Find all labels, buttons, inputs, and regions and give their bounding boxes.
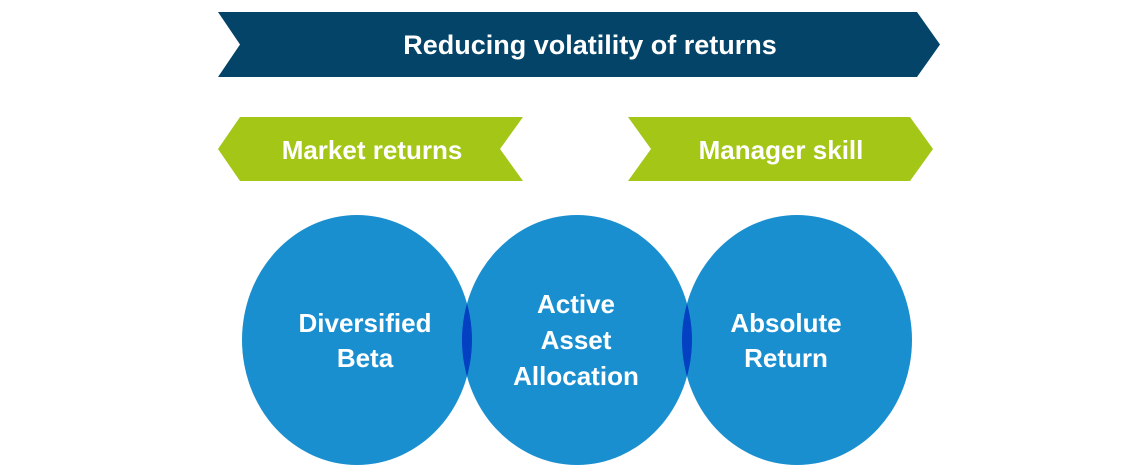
manager-skill-arrow: Manager skill xyxy=(628,117,933,181)
banner-shape xyxy=(218,12,940,77)
circle-label-absolute: Absolute xyxy=(730,308,841,338)
circle-active-asset-allocation xyxy=(462,215,692,465)
circle-label-allocation: Allocation xyxy=(513,361,639,391)
circle-label-asset: Asset xyxy=(541,325,612,355)
circle-label-beta: Beta xyxy=(337,343,394,373)
circle-label-diversified: Diversified xyxy=(299,308,432,338)
banner-label: Reducing volatility of returns xyxy=(403,30,777,60)
circle-absolute-return xyxy=(682,215,912,465)
manager-skill-label: Manager skill xyxy=(699,135,864,165)
volatility-banner: Reducing volatility of returns xyxy=(218,12,940,77)
market-returns-label: Market returns xyxy=(282,135,463,165)
circle-diversified-beta xyxy=(242,215,472,465)
circle-label-return: Return xyxy=(744,343,828,373)
manager-skill-shape xyxy=(628,117,933,181)
market-returns-shape xyxy=(218,117,523,181)
market-returns-arrow: Market returns xyxy=(218,117,523,181)
circle-label-active: Active xyxy=(537,289,615,319)
